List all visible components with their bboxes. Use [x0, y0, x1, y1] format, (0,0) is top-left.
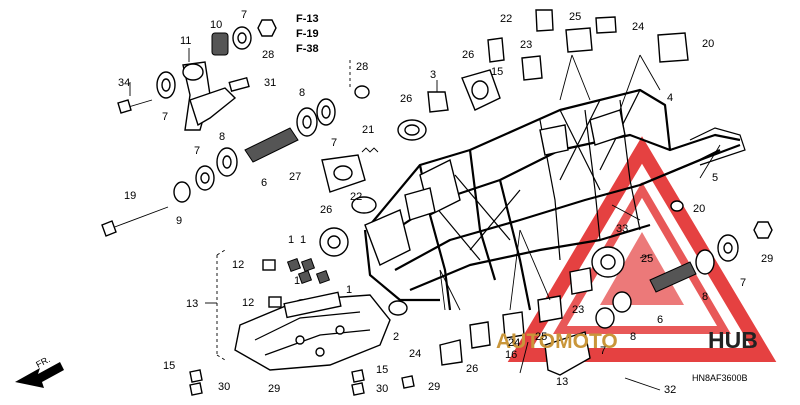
callout-label: 26 — [466, 363, 478, 375]
reference-codes: F-13 F-19 F-38 — [296, 13, 319, 55]
callout-label: 25 — [535, 331, 547, 343]
callout-label: 22 — [500, 13, 512, 25]
callout-label: 15 — [163, 360, 175, 372]
engine-mount-parts — [101, 19, 336, 237]
watermark-brand-1: AUTOMOTO — [496, 330, 618, 353]
callout-label: 12 — [242, 297, 254, 309]
callout-label: 7 — [194, 145, 200, 157]
callout-label: 29 — [268, 383, 280, 395]
callout-label: 5 — [712, 172, 718, 184]
ref-code-3: F-38 — [296, 43, 319, 55]
callout-label: 33 — [616, 223, 628, 235]
callout-label: 9 — [176, 215, 182, 227]
callout-label: 16 — [505, 349, 517, 361]
callout-label: 7 — [331, 137, 337, 149]
callout-label: 1 — [346, 284, 352, 296]
callout-label: 30 — [218, 381, 230, 393]
clip-parts — [262, 257, 331, 308]
callout-label: 13 — [556, 376, 568, 388]
callout-label: 19 — [124, 190, 136, 202]
callout-label: 30 — [376, 383, 388, 395]
callout-label: 24 — [508, 337, 520, 349]
callout-label: 15 — [376, 364, 388, 376]
callout-label: 15 — [491, 66, 503, 78]
callout-label: 27 — [289, 171, 301, 183]
direction-label: FR. — [34, 354, 51, 370]
diagram-code: HN8AF3600B — [692, 373, 748, 383]
group-bracket-13 — [205, 60, 351, 361]
callout-label: 8 — [219, 131, 225, 143]
callout-label: 20 — [702, 38, 714, 50]
ref-code-1: F-13 — [296, 13, 319, 25]
callout-label: 21 — [362, 124, 374, 136]
callout-label: 1 — [300, 234, 306, 246]
clamp-parts — [189, 9, 773, 396]
callout-label: 25 — [569, 11, 581, 23]
callout-label: 12 — [232, 259, 244, 271]
callout-label: 6 — [657, 314, 663, 326]
leader-lines — [129, 48, 721, 311]
callout-label: 22 — [350, 191, 362, 203]
callout-labels: 10 7 28 11 34 7 31 8 7 8 7 6 9 19 28 3 2… — [118, 9, 773, 396]
callout-label: 7 — [600, 345, 606, 357]
callout-label: 7 — [740, 277, 746, 289]
callout-label: 24 — [409, 348, 421, 360]
watermark-brand-2: HUB — [708, 327, 758, 353]
callout-label: 8 — [702, 291, 708, 303]
callout-label: 20 — [693, 203, 705, 215]
watermark-text: AUTOMOTO HUB — [496, 327, 758, 353]
callout-label: 23 — [572, 304, 584, 316]
callout-label: 28 — [356, 61, 368, 73]
callout-label: 10 — [210, 19, 222, 31]
callout-label: 26 — [400, 93, 412, 105]
callout-label: 1 — [294, 275, 300, 287]
callout-label: 1 — [288, 234, 294, 246]
callout-label: 8 — [630, 331, 636, 343]
callout-label: 24 — [632, 21, 644, 33]
callout-label: 13 — [186, 298, 198, 310]
callout-label: 11 — [180, 35, 191, 47]
direction-arrow — [15, 362, 64, 388]
callout-label: 2 — [393, 331, 399, 343]
skid-plate — [234, 291, 391, 371]
callout-label: 3 — [430, 69, 436, 81]
ref-code-2: F-19 — [296, 28, 319, 40]
callout-label: 29 — [761, 253, 773, 265]
callout-label: 25 — [641, 253, 653, 265]
callout-label: 32 — [664, 384, 676, 396]
callout-label: 29 — [428, 381, 440, 393]
callout-label: 34 — [118, 77, 130, 89]
callout-label: 4 — [667, 92, 673, 104]
callout-label: 7 — [162, 111, 168, 123]
callout-label: 31 — [264, 77, 276, 89]
callout-label: 7 — [241, 9, 247, 21]
callout-label: 28 — [262, 49, 274, 61]
callout-label: 26 — [320, 204, 332, 216]
frame-body — [363, 88, 746, 311]
callout-label: 8 — [299, 87, 305, 99]
callout-label: 26 — [462, 49, 474, 61]
callout-label: 23 — [520, 39, 532, 51]
callout-label: 6 — [261, 177, 267, 189]
